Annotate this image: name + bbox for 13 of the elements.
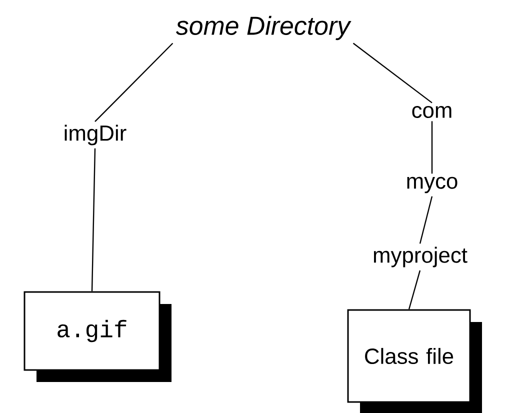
file-box: Class file: [347, 309, 482, 413]
folder-label: myproject: [374, 246, 468, 268]
folder-label: some Directory: [176, 16, 352, 40]
connector-line: [419, 196, 433, 244]
folder-label: myco: [407, 176, 458, 194]
folder-label: imgDir: [64, 124, 126, 146]
connector-line: [431, 121, 433, 174]
connector-line: [352, 42, 432, 104]
folder-label: com: [412, 106, 452, 118]
connector-line: [91, 148, 96, 292]
connector-line: [94, 42, 174, 122]
file-box: a.gif: [24, 291, 172, 382]
connector-line: [408, 270, 421, 310]
